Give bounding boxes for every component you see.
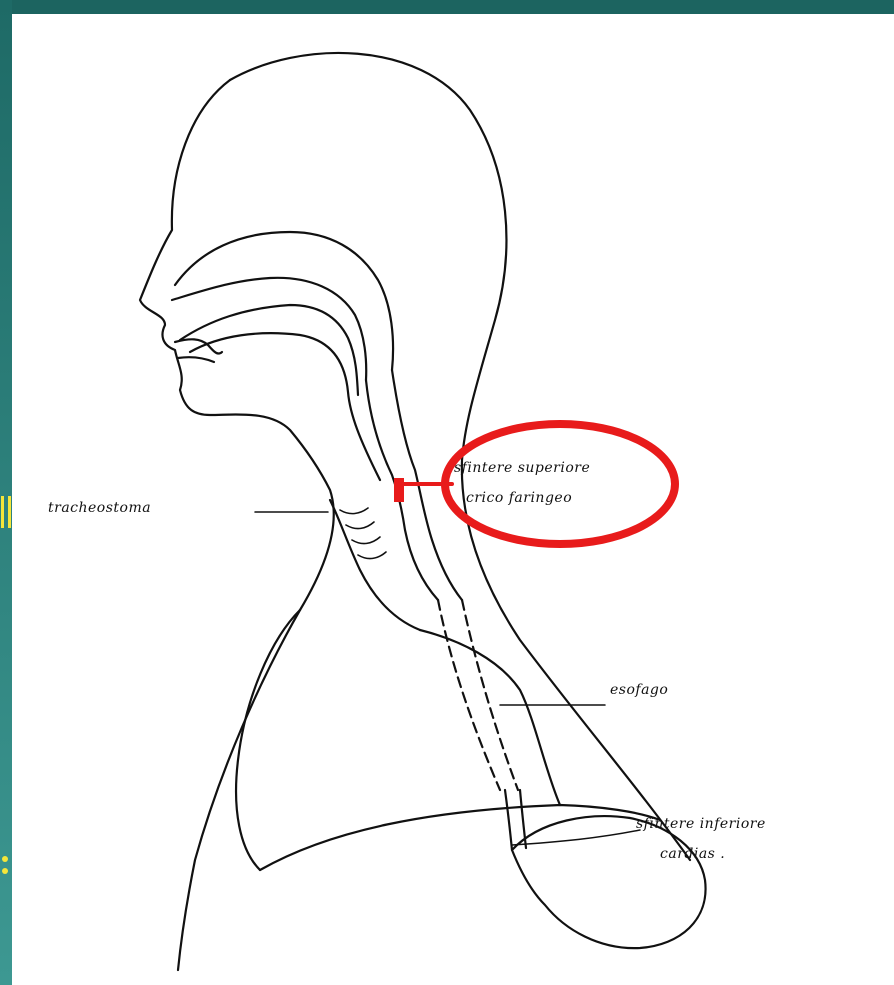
lower-sphincter-label-line2: cardias . — [660, 846, 725, 862]
esophagus-line-1 — [438, 600, 500, 790]
face-profile — [140, 80, 334, 970]
trachea-front — [330, 500, 420, 630]
lower-sphincter-label-line1: sfintere inferiore — [636, 816, 766, 832]
diaphragm — [260, 805, 660, 870]
sphincter-marker — [394, 478, 404, 502]
upper-sphincter-label-line2: crico faringeo — [466, 490, 572, 506]
esophagus-label: esofago — [610, 682, 668, 698]
lips-lower — [178, 357, 214, 362]
lower-sphincter-leader — [512, 830, 640, 845]
tongue — [190, 333, 380, 480]
thorax-inner — [420, 630, 560, 805]
highlight-circle — [445, 424, 675, 544]
thorax-outline-left — [236, 610, 300, 870]
esophagus-line-2 — [462, 600, 518, 790]
upper-sphincter-label-line1: sfintere superiore — [454, 460, 590, 476]
tracheostomy-label: tracheostoma — [48, 500, 151, 516]
nasal-cavity-upper — [175, 232, 393, 370]
trachea-rings — [340, 508, 386, 559]
